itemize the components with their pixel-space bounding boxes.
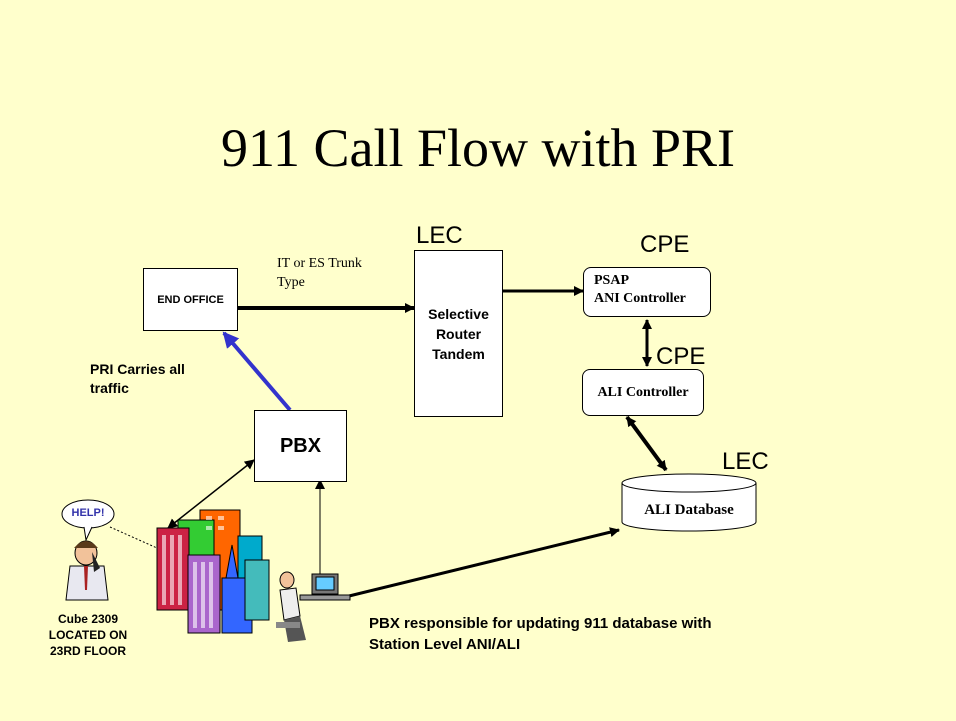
pbx-responsible-label: PBX responsible for updating 911 databas… bbox=[369, 615, 712, 653]
workstation-clipart bbox=[276, 571, 351, 642]
end-office-box: END OFFICE bbox=[143, 268, 238, 331]
ali-database-label: ALI Database bbox=[644, 502, 734, 518]
router-label-line2: Router bbox=[435, 326, 482, 342]
router-label-line1: Selective bbox=[428, 306, 489, 322]
help-label: HELP! bbox=[71, 507, 105, 519]
ali-controller-label: ALI Controller bbox=[597, 384, 689, 400]
buildings-pbx-arrow bbox=[167, 459, 255, 529]
pri-carries-label: PRI Carries all traffic bbox=[90, 361, 185, 396]
pbx-box: PBX bbox=[254, 410, 347, 482]
lec-label-db: LEC bbox=[722, 448, 769, 475]
cpe-label-top: CPE bbox=[640, 231, 690, 258]
ali-controller-box: ALI Controller bbox=[582, 369, 704, 416]
buildings-clipart bbox=[156, 509, 270, 634]
pri-arrow bbox=[222, 331, 292, 412]
selective-router-box: Selective Router Tandem bbox=[414, 250, 503, 417]
person-dotted-line bbox=[109, 526, 158, 549]
ali-controller-db-arrow bbox=[625, 415, 668, 472]
workstation-db-arrow bbox=[344, 527, 620, 599]
trunk-type-label: IT or ES Trunk Type bbox=[277, 256, 362, 290]
help-bubble bbox=[61, 499, 115, 542]
psap-box: PSAP ANI Controller bbox=[583, 267, 711, 317]
psap-label: PSAP bbox=[594, 273, 629, 288]
page-title: 911 Call Flow with PRI bbox=[220, 118, 736, 178]
pbx-label: PBX bbox=[279, 434, 322, 457]
caller-clipart bbox=[65, 540, 109, 601]
cube-location-label: Cube 2309 LOCATED ON 23RD FLOOR bbox=[48, 612, 128, 658]
router-label-line3: Tandem bbox=[432, 346, 485, 362]
ali-database-cylinder bbox=[621, 473, 757, 532]
end-office-label: END OFFICE bbox=[157, 293, 224, 306]
ani-controller-label: ANI Controller bbox=[594, 291, 686, 306]
lec-label-top: LEC bbox=[416, 222, 463, 249]
cpe-label-mid: CPE bbox=[656, 343, 706, 370]
